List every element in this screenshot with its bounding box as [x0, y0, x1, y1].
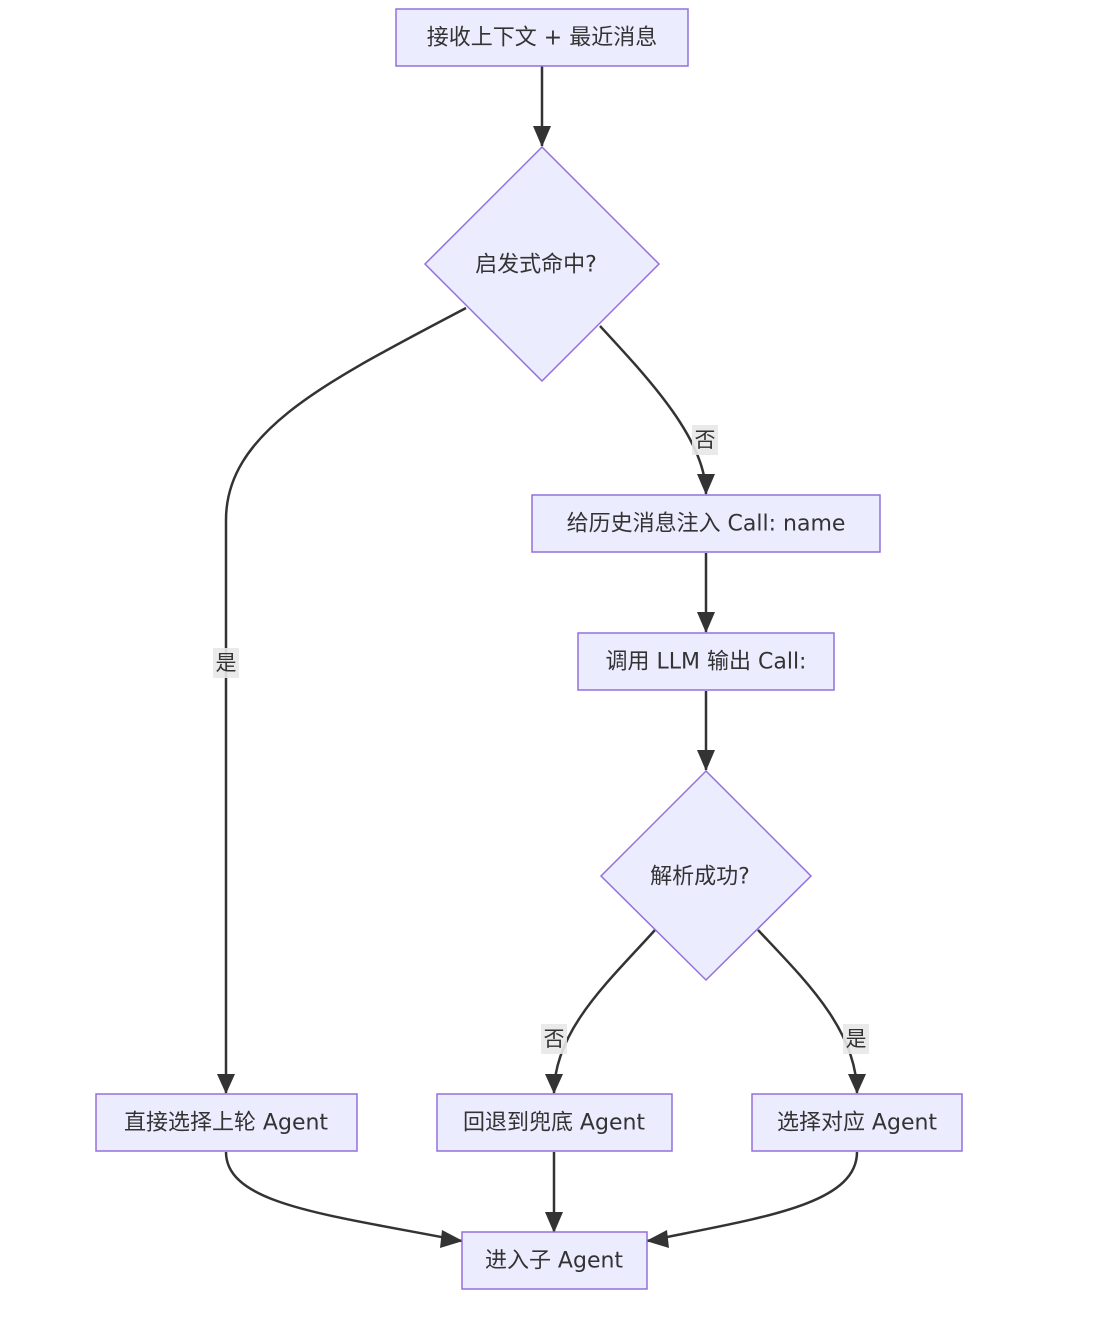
svg-text:是: 是: [846, 1027, 867, 1051]
arrowhead-icon: [440, 1230, 463, 1248]
edge-label-parse-yes: 是: [843, 1024, 869, 1054]
svg-text:给历史消息注入 Call: name: 给历史消息注入 Call: name: [567, 512, 846, 537]
edges: [217, 66, 866, 1248]
node-enter: 进入子 Agent: [461, 1231, 648, 1290]
arrowhead-icon: [545, 1074, 563, 1094]
svg-text:调用 LLM 输出 Call:: 调用 LLM 输出 Call:: [606, 650, 807, 675]
svg-text:直接选择上轮 Agent: 直接选择上轮 Agent: [124, 1111, 328, 1136]
arrowhead-icon: [533, 126, 551, 147]
svg-text:是: 是: [216, 651, 237, 675]
edge-select-match-enter: [646, 1151, 859, 1243]
arrowhead-icon: [545, 1212, 563, 1233]
edge-select-last-enter: [224, 1151, 463, 1243]
svg-text:进入子 Agent: 进入子 Agent: [485, 1249, 623, 1274]
node-select-match: 选择对应 Agent: [751, 1093, 963, 1152]
svg-text:否: 否: [695, 428, 716, 452]
node-inject: 给历史消息注入 Call: name: [531, 494, 881, 553]
arrowhead-icon: [848, 1074, 866, 1094]
edge-label-heuristic-yes: 是: [213, 648, 239, 678]
edge-label-heuristic-no: 否: [692, 425, 718, 455]
edge-heuristic-inject: [599, 325, 708, 495]
arrowhead-icon: [697, 612, 715, 633]
svg-text:解析成功?: 解析成功?: [650, 865, 750, 890]
arrowhead-icon: [697, 474, 715, 495]
arrowhead-icon: [217, 1074, 235, 1094]
edge-heuristic-select-last: [224, 306, 467, 1093]
arrowhead-icon: [697, 750, 715, 771]
node-select-last: 直接选择上轮 Agent: [95, 1093, 358, 1152]
edge-labels: 是 否 否 是: [213, 425, 869, 1054]
arrowhead-icon: [646, 1230, 669, 1248]
node-heuristic-decision: 启发式命中?: [423, 145, 661, 383]
edge-label-parse-no: 否: [541, 1024, 567, 1054]
svg-text:回退到兜底 Agent: 回退到兜底 Agent: [463, 1111, 645, 1136]
node-call-llm: 调用 LLM 输出 Call:: [577, 632, 835, 691]
svg-text:接收上下文 + 最近消息: 接收上下文 + 最近消息: [427, 26, 657, 51]
edge-parse-select-match: [757, 929, 859, 1094]
svg-text:否: 否: [544, 1027, 565, 1051]
svg-text:选择对应 Agent: 选择对应 Agent: [777, 1111, 937, 1136]
node-fallback: 回退到兜底 Agent: [436, 1093, 673, 1152]
node-parse-decision: 解析成功?: [599, 769, 813, 982]
svg-text:启发式命中?: 启发式命中?: [475, 253, 597, 278]
edge-parse-fallback: [552, 929, 656, 1094]
node-receive: 接收上下文 + 最近消息: [395, 8, 689, 67]
